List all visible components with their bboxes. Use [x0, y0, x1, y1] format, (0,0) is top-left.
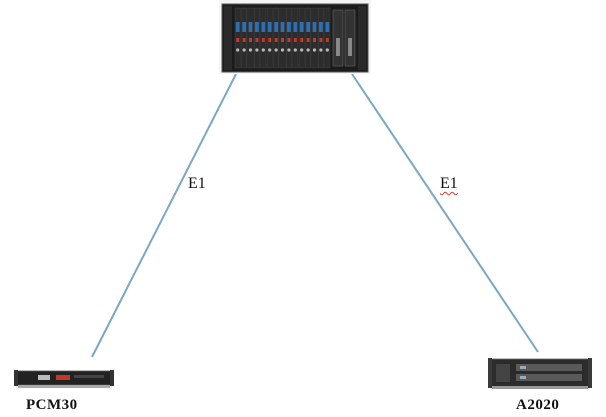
- card-led: [300, 38, 304, 42]
- card-port-block: [312, 22, 317, 32]
- card-led: [287, 38, 291, 42]
- chassis-cards: [234, 7, 331, 69]
- card-led: [306, 38, 310, 42]
- e1-link-right: [351, 73, 539, 353]
- card-led: [313, 38, 316, 42]
- card-connector: [274, 48, 278, 52]
- card-led: [268, 38, 272, 42]
- card-connector: [248, 48, 253, 52]
- card-port-block: [242, 22, 246, 32]
- a2020-label: A2020: [516, 397, 560, 413]
- card-connector: [287, 48, 291, 52]
- card-led: [293, 38, 297, 42]
- card-led: [261, 38, 265, 42]
- card-port-block: [325, 22, 330, 32]
- card-port-block: [274, 22, 278, 32]
- card-led: [249, 38, 252, 42]
- card-led: [325, 38, 329, 42]
- card-port-block: [287, 22, 291, 32]
- card-port-block: [235, 22, 240, 32]
- card-connector: [293, 48, 297, 52]
- card-connector: [236, 48, 240, 52]
- card-connector: [255, 48, 259, 52]
- card-connector: [261, 48, 265, 52]
- pcm30-label: PCM30: [26, 397, 78, 413]
- card-connector: [312, 48, 317, 52]
- central-chassis: [219, 0, 371, 74]
- card-port-block: [261, 22, 266, 32]
- card-led: [319, 38, 323, 42]
- card-connector: [325, 48, 329, 52]
- card-connector: [306, 48, 310, 52]
- card-port-block: [255, 22, 259, 32]
- card-led: [274, 38, 278, 42]
- card-connector: [319, 48, 323, 52]
- card-connector: [242, 48, 246, 52]
- card-port-block: [306, 22, 310, 32]
- card-led: [236, 38, 240, 42]
- card-port-block: [280, 22, 285, 32]
- card-connector: [268, 48, 272, 52]
- card-led: [255, 38, 259, 42]
- e1-label-right: E1: [440, 175, 458, 192]
- pcm30-device-icon: [14, 370, 114, 388]
- e1-label-left: E1: [188, 175, 206, 192]
- card-port-block: [299, 22, 304, 32]
- e1-link-left: [91, 73, 237, 358]
- card-port-block: [319, 22, 323, 32]
- card-port-block: [267, 22, 272, 32]
- card-led: [242, 38, 246, 42]
- card-connector: [300, 48, 304, 52]
- card-connector: [280, 48, 285, 52]
- card-led: [281, 38, 284, 42]
- card-port-block: [248, 22, 253, 32]
- card-port-block: [293, 22, 298, 32]
- a2020-device-icon: [488, 358, 592, 389]
